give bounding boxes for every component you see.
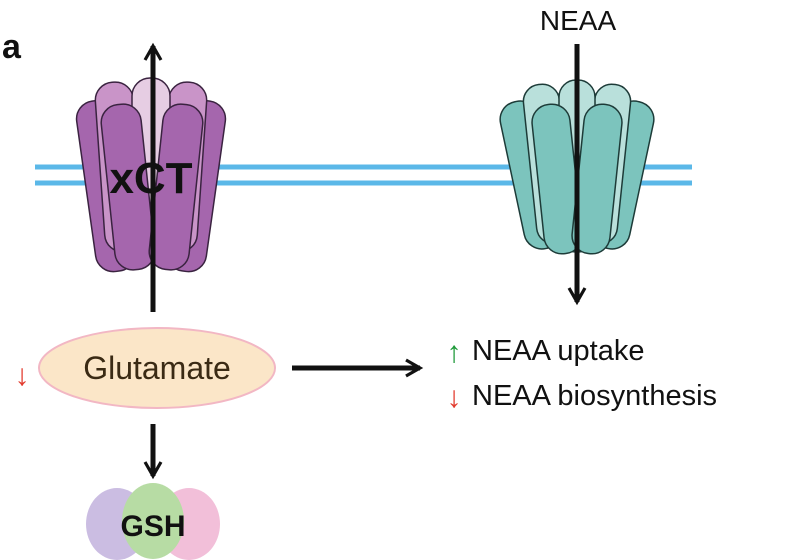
glutamate-node: ↓ Glutamate (15, 327, 276, 409)
effect-biosynthesis-label: NEAA biosynthesis (472, 380, 717, 412)
neaa-label: NEAA (540, 5, 617, 36)
neaa-transporter: NEAA (499, 5, 655, 306)
effect-uptake-up-arrow: ↑ (447, 336, 462, 369)
xct-transporter: xCT (75, 42, 227, 312)
glutamate-down-arrow: ↓ (15, 359, 30, 392)
effect-uptake-label: NEAA uptake (472, 335, 645, 367)
effects-list: ↑ NEAA uptake ↓ NEAA biosynthesis (447, 335, 718, 414)
xct-label: xCT (109, 154, 192, 203)
gsh-node: GSH (86, 483, 220, 560)
glutamate-label: Glutamate (83, 350, 231, 386)
panel-label: a (2, 28, 22, 66)
effect-biosynthesis-down-arrow: ↓ (447, 381, 462, 414)
gsh-label: GSH (120, 510, 185, 543)
